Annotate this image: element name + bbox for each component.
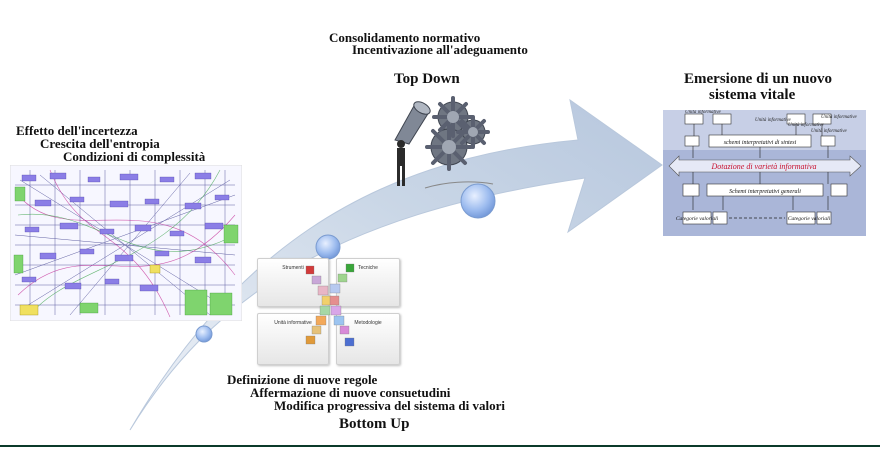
right-heading-line-1: Emersione di un nuovo: [684, 71, 832, 87]
top-line-2: Incentivazione all'adeguamento: [352, 42, 528, 57]
left-line-3: Condizioni di complessità: [63, 149, 206, 164]
bottom-line-1: Definizione di nuove regole: [227, 372, 378, 387]
top-down-heading: Top Down: [394, 71, 460, 87]
left-line-2: Crescita dell'entropia: [40, 136, 160, 151]
bottom-up-heading: Bottom Up: [339, 416, 410, 432]
bubble-medium: [315, 234, 341, 260]
schema-unita-2: Unità informative: [755, 118, 791, 123]
bottom-line-2: Affermazione di nuove consuetudini: [250, 385, 451, 400]
bubble-large: [460, 183, 496, 219]
schema-unita-3: Unità informative: [788, 123, 824, 128]
schema-categorie-2: Categorie valoriali: [788, 216, 831, 222]
schema-categorie-1: Categorie valoriali: [676, 216, 719, 222]
schema-unita-1: Unità informative: [685, 110, 721, 115]
funnel-gears-image: [394, 96, 494, 189]
tile-tecniche-label: Tecniche: [358, 265, 378, 271]
schema-unita-4: Unità informative: [811, 129, 847, 134]
tile-unita-label: Unità informative: [274, 320, 312, 326]
schema-unita-5: Unità informative: [821, 115, 857, 120]
schema-dotazione: Dotazione di varietà informativa: [710, 162, 816, 171]
bubble-small: [195, 325, 213, 343]
right-heading-line-2: sistema vitale: [709, 87, 796, 103]
complexity-network-image: [10, 165, 242, 321]
tile-metodologie-label: Metodologie: [354, 320, 382, 326]
top-line-1: Consolidamento normativo: [329, 30, 481, 45]
vital-system-schema-image: Unità informative Unità informative Unit…: [663, 110, 866, 236]
cubes-cross-image: [305, 263, 355, 347]
footer-rule: [0, 445, 880, 447]
left-line-1: Effetto dell'incertezza: [16, 123, 138, 138]
schema-sintesi: schemi interpretativi di sintesi: [724, 140, 797, 146]
schema-generali: Schemi interpretativi generali: [729, 189, 801, 195]
bottom-line-3: Modifica progressiva del sistema di valo…: [274, 398, 505, 413]
tile-strumenti-label: Strumenti: [282, 265, 304, 271]
